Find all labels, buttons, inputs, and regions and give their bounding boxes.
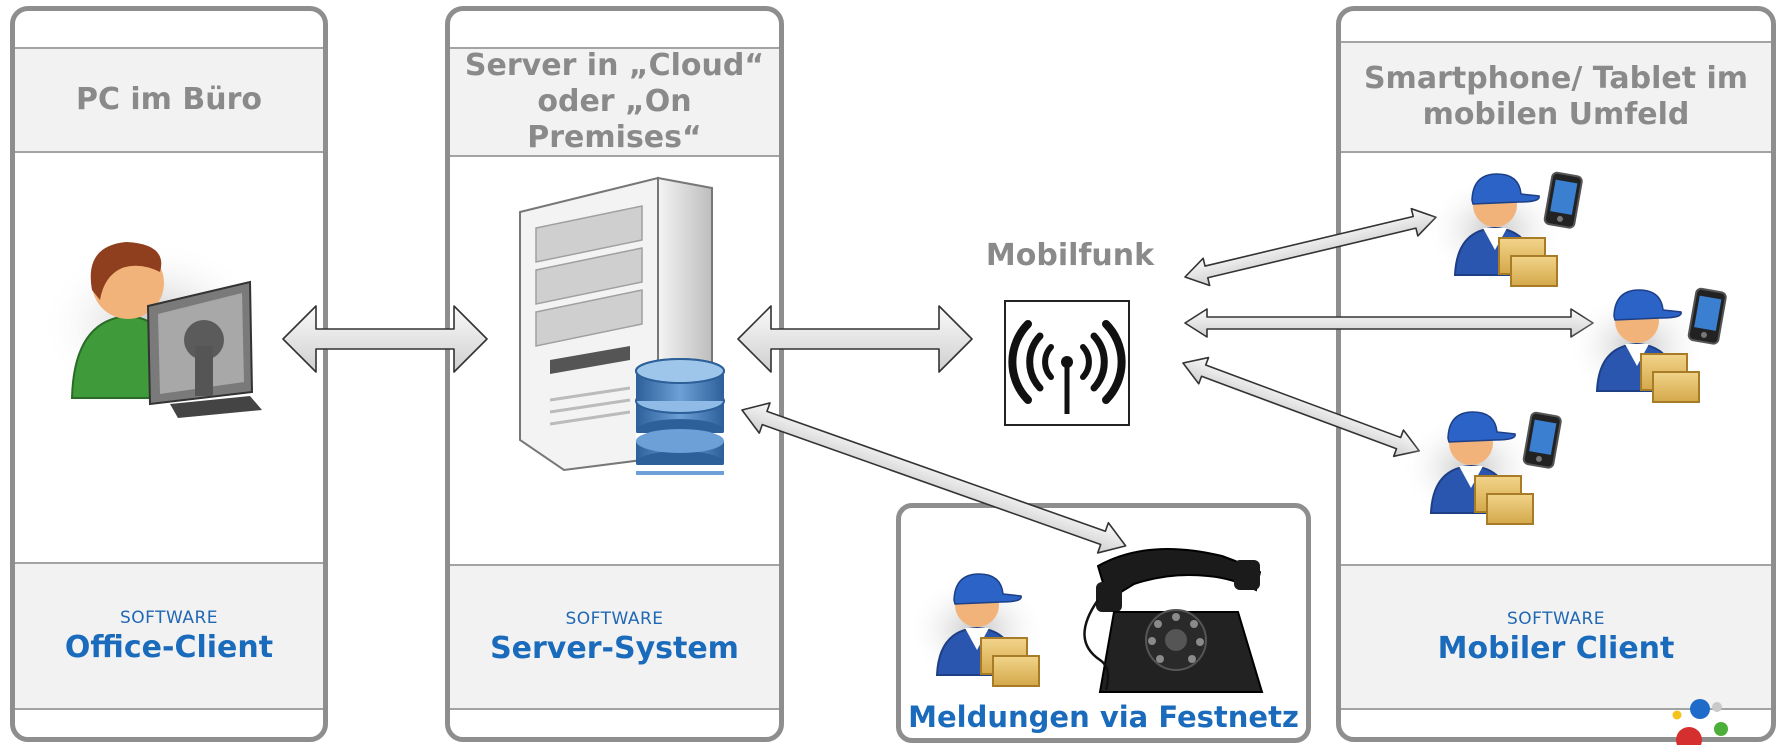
office-column-heading: PC im Büro bbox=[15, 47, 323, 153]
server-column-heading: Server in „Cloud“ oder „On Premises“ bbox=[450, 47, 779, 157]
network-mobile2-arrow bbox=[1184, 308, 1594, 338]
server-software-name: Server-System bbox=[490, 630, 739, 666]
mobile-software-name: Mobiler Client bbox=[1437, 630, 1675, 666]
delivery-worker-icon bbox=[1424, 173, 1566, 287]
office-software-label: SOFTWARE bbox=[119, 607, 219, 628]
office-user-icon bbox=[40, 240, 270, 418]
office-software-box: SOFTWARE Office-Client bbox=[15, 562, 323, 710]
rotary-phone-icon bbox=[1083, 547, 1264, 693]
network-mobile3-arrow bbox=[1182, 356, 1420, 458]
database-icon bbox=[635, 358, 725, 475]
server-network-arrow bbox=[737, 305, 973, 373]
server-heading-line1: Server in „Cloud“ bbox=[464, 48, 765, 83]
delivery-worker-icon bbox=[1566, 289, 1708, 403]
smartphone-icon bbox=[1686, 287, 1728, 346]
smartphone-icon bbox=[1521, 411, 1563, 470]
mobile-software-box: SOFTWARE Mobiler Client bbox=[1341, 564, 1771, 710]
mobile-software-label: SOFTWARE bbox=[1506, 608, 1606, 629]
server-column: Server in „Cloud“ oder „On Premises“ SOF… bbox=[445, 6, 784, 742]
office-heading-text: PC im Büro bbox=[75, 82, 263, 117]
mobile-heading-line2: mobilen Umfeld bbox=[1422, 97, 1690, 132]
mobile-network-label: Mobilfunk bbox=[985, 238, 1155, 273]
logo-icon bbox=[1672, 699, 1728, 745]
mobile-column-heading: Smartphone/ Tablet im mobilen Umfeld bbox=[1341, 41, 1771, 153]
network-mobile1-arrow bbox=[1184, 207, 1437, 287]
smartphone-icon bbox=[1542, 171, 1584, 230]
landline-label: Meldungen via Festnetz bbox=[908, 700, 1299, 734]
office-software-name: Office-Client bbox=[64, 629, 274, 665]
server-software-label: SOFTWARE bbox=[565, 608, 664, 629]
mobile-column: Smartphone/ Tablet im mobilen Umfeld SOF… bbox=[1336, 6, 1776, 742]
server-software-box: SOFTWARE Server-System bbox=[450, 564, 779, 710]
office-column: PC im Büro SOFTWARE Office-Client bbox=[10, 6, 328, 742]
arrows bbox=[282, 207, 1594, 554]
delivery-worker-icon bbox=[1400, 411, 1542, 525]
mobile-heading-line1: Smartphone/ Tablet im bbox=[1363, 61, 1749, 96]
office-server-arrow bbox=[282, 305, 488, 373]
delivery-worker-icon bbox=[906, 573, 1048, 687]
antenna-icon bbox=[1004, 300, 1130, 426]
server-heading-line2: oder „On Premises“ bbox=[527, 84, 702, 155]
server-landline-arrow bbox=[741, 402, 1127, 554]
